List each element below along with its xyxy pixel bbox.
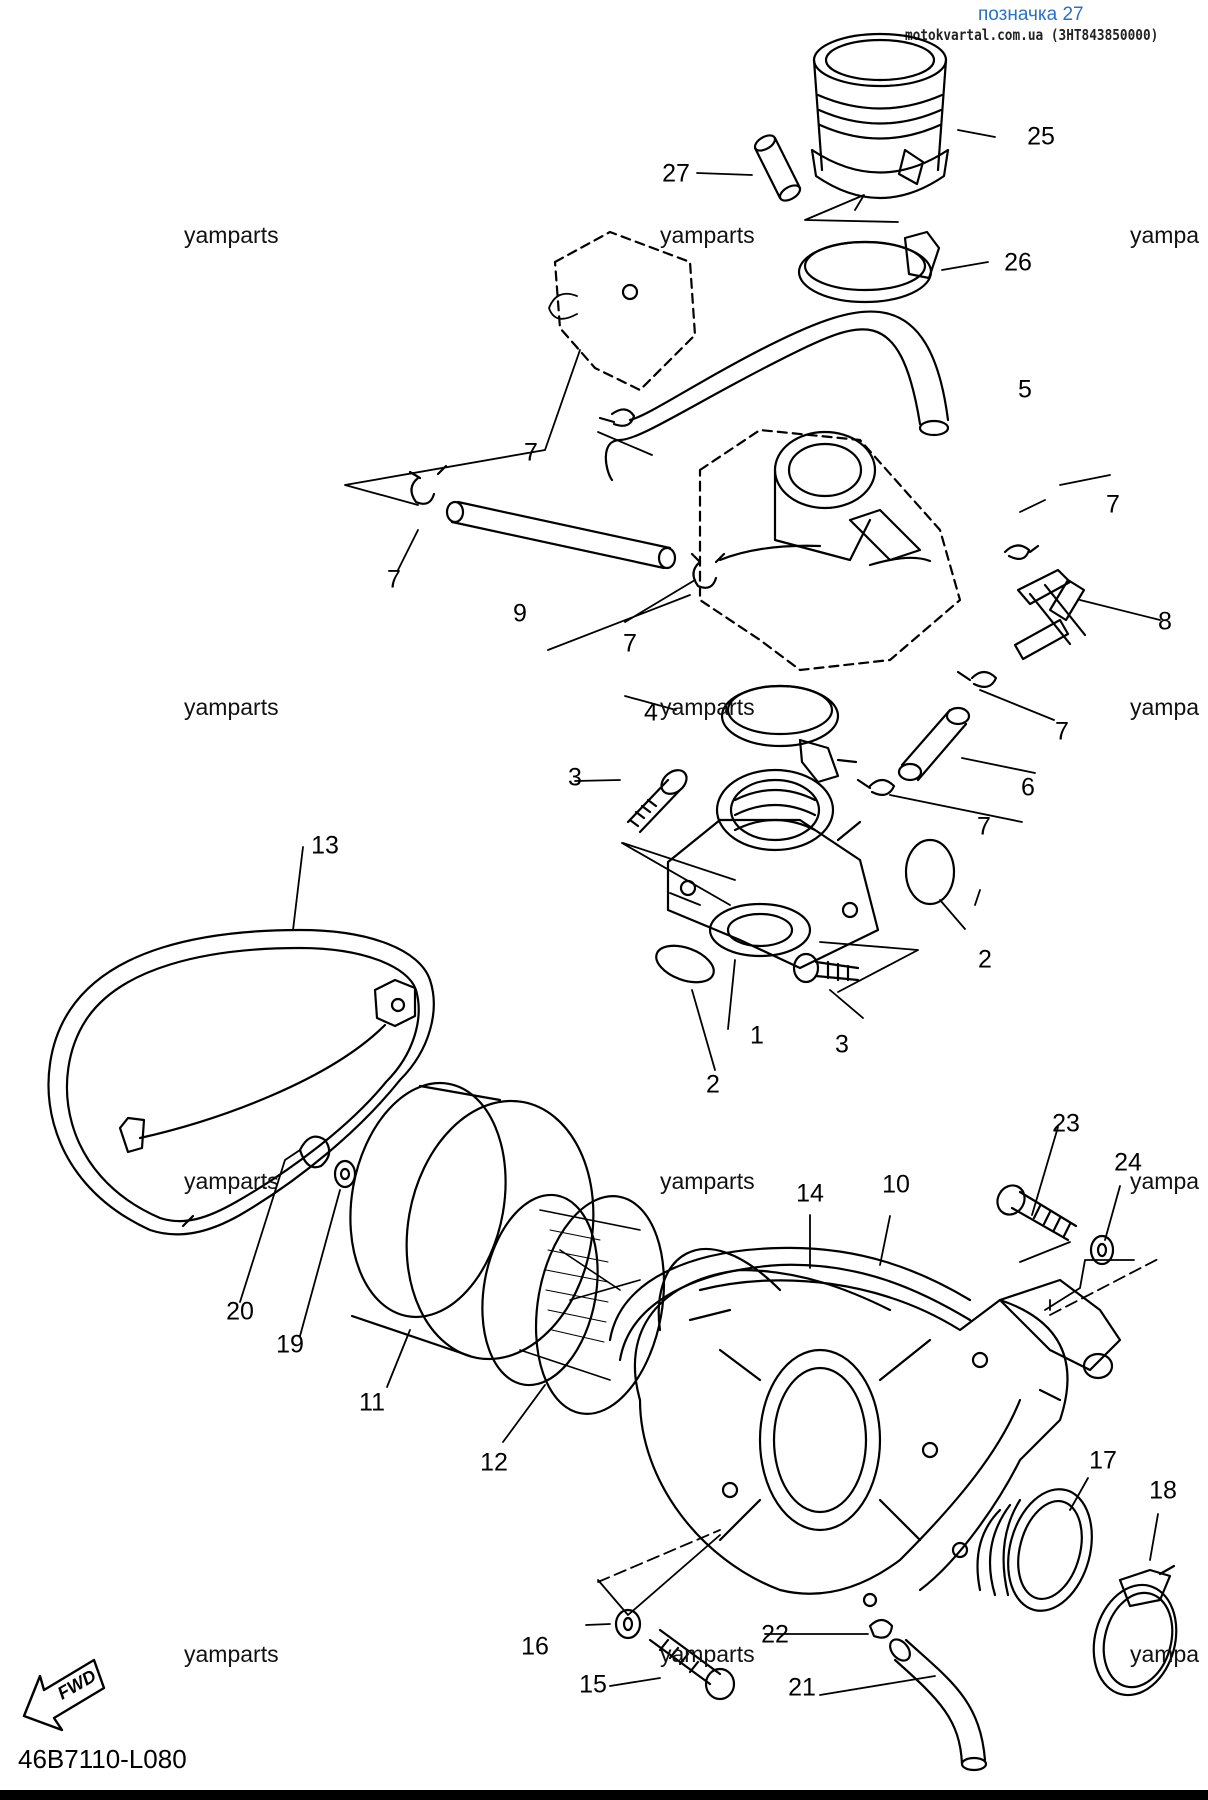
callout-18: 18 bbox=[1149, 1476, 1177, 1505]
part-4-clamp bbox=[720, 684, 858, 784]
callout-20: 20 bbox=[226, 1297, 254, 1326]
part-24-washer bbox=[1089, 1234, 1115, 1266]
part-27-hose bbox=[753, 134, 802, 202]
bottom-rule bbox=[0, 1790, 1208, 1800]
callout-7: 7 bbox=[1106, 490, 1120, 519]
part-5-hose bbox=[604, 310, 950, 482]
callout-13: 13 bbox=[311, 831, 339, 860]
part-12-mesh-frame bbox=[481, 1193, 666, 1415]
watermark: yampa bbox=[1130, 1641, 1200, 1667]
part-13-air-cleaner-cover bbox=[47, 928, 435, 1236]
callout-9: 9 bbox=[513, 599, 527, 628]
part-19-washer bbox=[333, 1159, 357, 1189]
callout-10: 10 bbox=[882, 1170, 910, 1199]
callout-25: 25 bbox=[1027, 122, 1055, 151]
callout-7: 7 bbox=[1055, 717, 1069, 746]
watermark: yamparts bbox=[660, 1168, 755, 1194]
callout-7: 7 bbox=[623, 629, 637, 658]
part-2-oring-left bbox=[655, 944, 715, 984]
callout-19: 19 bbox=[276, 1330, 304, 1359]
part-2-oring-right bbox=[904, 838, 956, 906]
callout-4: 4 bbox=[644, 698, 658, 727]
part-10-air-box bbox=[608, 1246, 1122, 1608]
callout-23: 23 bbox=[1052, 1109, 1080, 1138]
callout-15: 15 bbox=[579, 1670, 607, 1699]
part-1-manifold bbox=[666, 768, 880, 970]
watermark: yamparts bbox=[660, 222, 755, 248]
callout-1: 1 bbox=[750, 1021, 764, 1050]
part-18-clamp bbox=[1092, 1564, 1178, 1697]
diagram-title: позначка 27 bbox=[978, 4, 1084, 25]
part-3-bolt-upper bbox=[626, 769, 688, 834]
part-cover-dashed bbox=[553, 230, 697, 392]
part-22-clip bbox=[868, 1618, 894, 1639]
callout-7: 7 bbox=[977, 812, 991, 841]
part-15-bolt bbox=[648, 1628, 736, 1701]
callout-17: 17 bbox=[1089, 1446, 1117, 1475]
callout-3: 3 bbox=[835, 1030, 849, 1059]
part-7-clips bbox=[408, 408, 1040, 797]
part-21-hose bbox=[889, 1638, 988, 1772]
watermark: yamparts bbox=[184, 1168, 279, 1194]
callout-2: 2 bbox=[978, 945, 992, 974]
callout-2: 2 bbox=[706, 1070, 720, 1099]
part-9-hose bbox=[445, 500, 677, 570]
fwd-arrow-icon: FWD bbox=[22, 1658, 106, 1732]
watermark: yampa bbox=[1130, 1168, 1200, 1194]
part-20-grommet bbox=[298, 1135, 331, 1169]
callout-3: 3 bbox=[568, 763, 582, 792]
watermark: yampa bbox=[1130, 222, 1200, 248]
callout-16: 16 bbox=[521, 1632, 549, 1661]
part-11-filter-element bbox=[349, 1081, 595, 1361]
callout-7: 7 bbox=[387, 565, 401, 594]
part-6-hose bbox=[897, 706, 971, 782]
part-code: 46B7110-L080 bbox=[18, 1744, 187, 1774]
part-8-tee-fitting bbox=[1013, 568, 1087, 661]
watermark: yamparts bbox=[184, 694, 279, 720]
callout-8: 8 bbox=[1158, 607, 1172, 636]
source-label: motokvartal.com.ua (3HT843850000) bbox=[905, 26, 1159, 44]
callout-14: 14 bbox=[796, 1179, 824, 1208]
watermark: yamparts bbox=[660, 694, 755, 720]
watermark: yampa bbox=[1130, 694, 1200, 720]
callout-27: 27 bbox=[662, 159, 690, 188]
callout-5: 5 bbox=[1018, 375, 1032, 404]
part-26-clamp bbox=[797, 230, 941, 304]
part-16-washer bbox=[614, 1608, 642, 1640]
part-25-intake-boot bbox=[810, 32, 950, 199]
callout-11: 11 bbox=[359, 1388, 385, 1417]
callout-24: 24 bbox=[1114, 1148, 1142, 1177]
callout-6: 6 bbox=[1021, 773, 1035, 802]
part-17-boot bbox=[976, 1488, 1093, 1612]
part-23-bolt bbox=[996, 1184, 1078, 1242]
part-3-bolt-lower bbox=[792, 952, 860, 984]
callout-26: 26 bbox=[1004, 248, 1032, 277]
watermark: yamparts bbox=[184, 1641, 279, 1667]
callout-7: 7 bbox=[524, 438, 538, 467]
callout-22: 22 bbox=[761, 1620, 789, 1649]
watermark: yamparts bbox=[184, 222, 279, 248]
watermark: yamparts bbox=[660, 1641, 755, 1667]
part-carburetor-dashed bbox=[698, 428, 962, 672]
callout-12: 12 bbox=[480, 1448, 508, 1477]
callout-21: 21 bbox=[788, 1673, 816, 1702]
